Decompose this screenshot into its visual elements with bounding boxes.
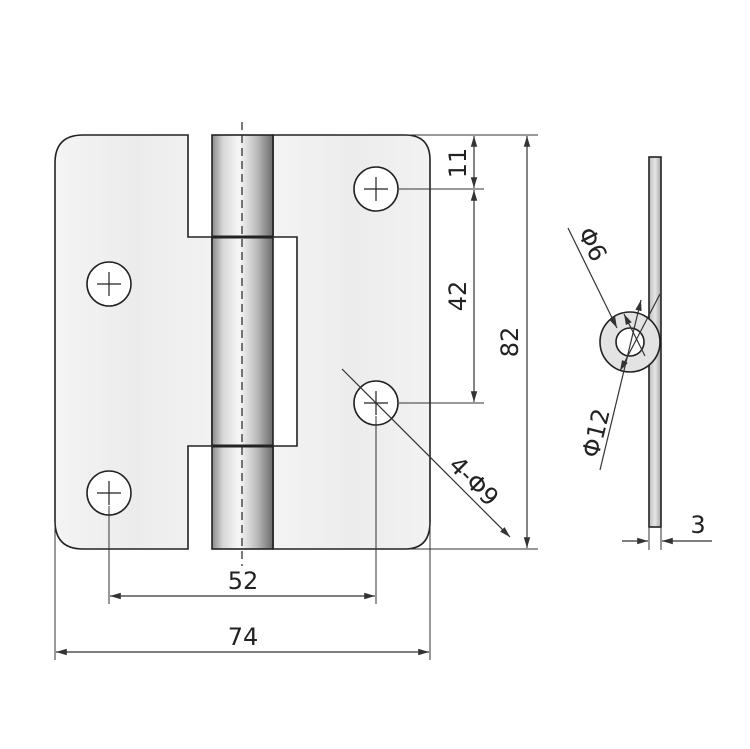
dimension-hole-spacing-vertical-label: 42 bbox=[444, 281, 472, 312]
right-leaf bbox=[272, 134, 431, 550]
left-leaf bbox=[54, 134, 213, 550]
dimension-hole-offset-top-label: 11 bbox=[444, 148, 472, 179]
hole-right-top bbox=[353, 166, 399, 212]
dimension-width-total: 74 bbox=[54, 521, 431, 660]
dimension-knuckle-diameter-label: Φ12 bbox=[577, 406, 616, 461]
dimension-height-total: 82 bbox=[405, 134, 538, 550]
dimension-pin-diameter-label: Φ6 bbox=[572, 223, 612, 266]
side-pin bbox=[615, 327, 645, 357]
dimension-hole-spacing-vertical: 42 bbox=[399, 190, 484, 404]
dimension-thickness: 3 bbox=[622, 511, 712, 550]
dimension-hole-spacing-horizontal: 52 bbox=[108, 416, 377, 604]
side-view bbox=[599, 156, 662, 528]
dimension-hole-offset-top: 11 bbox=[399, 136, 484, 190]
front-view bbox=[54, 122, 431, 566]
hole-left-top bbox=[86, 261, 132, 307]
dimension-hole-spacing-horizontal-label: 52 bbox=[228, 567, 259, 595]
dimension-thickness-label: 3 bbox=[690, 511, 705, 539]
dimension-hole-callout-label: 4-Φ9 bbox=[443, 451, 504, 512]
dimension-height-total-label: 82 bbox=[496, 327, 524, 358]
dimension-width-total-label: 74 bbox=[228, 623, 259, 651]
